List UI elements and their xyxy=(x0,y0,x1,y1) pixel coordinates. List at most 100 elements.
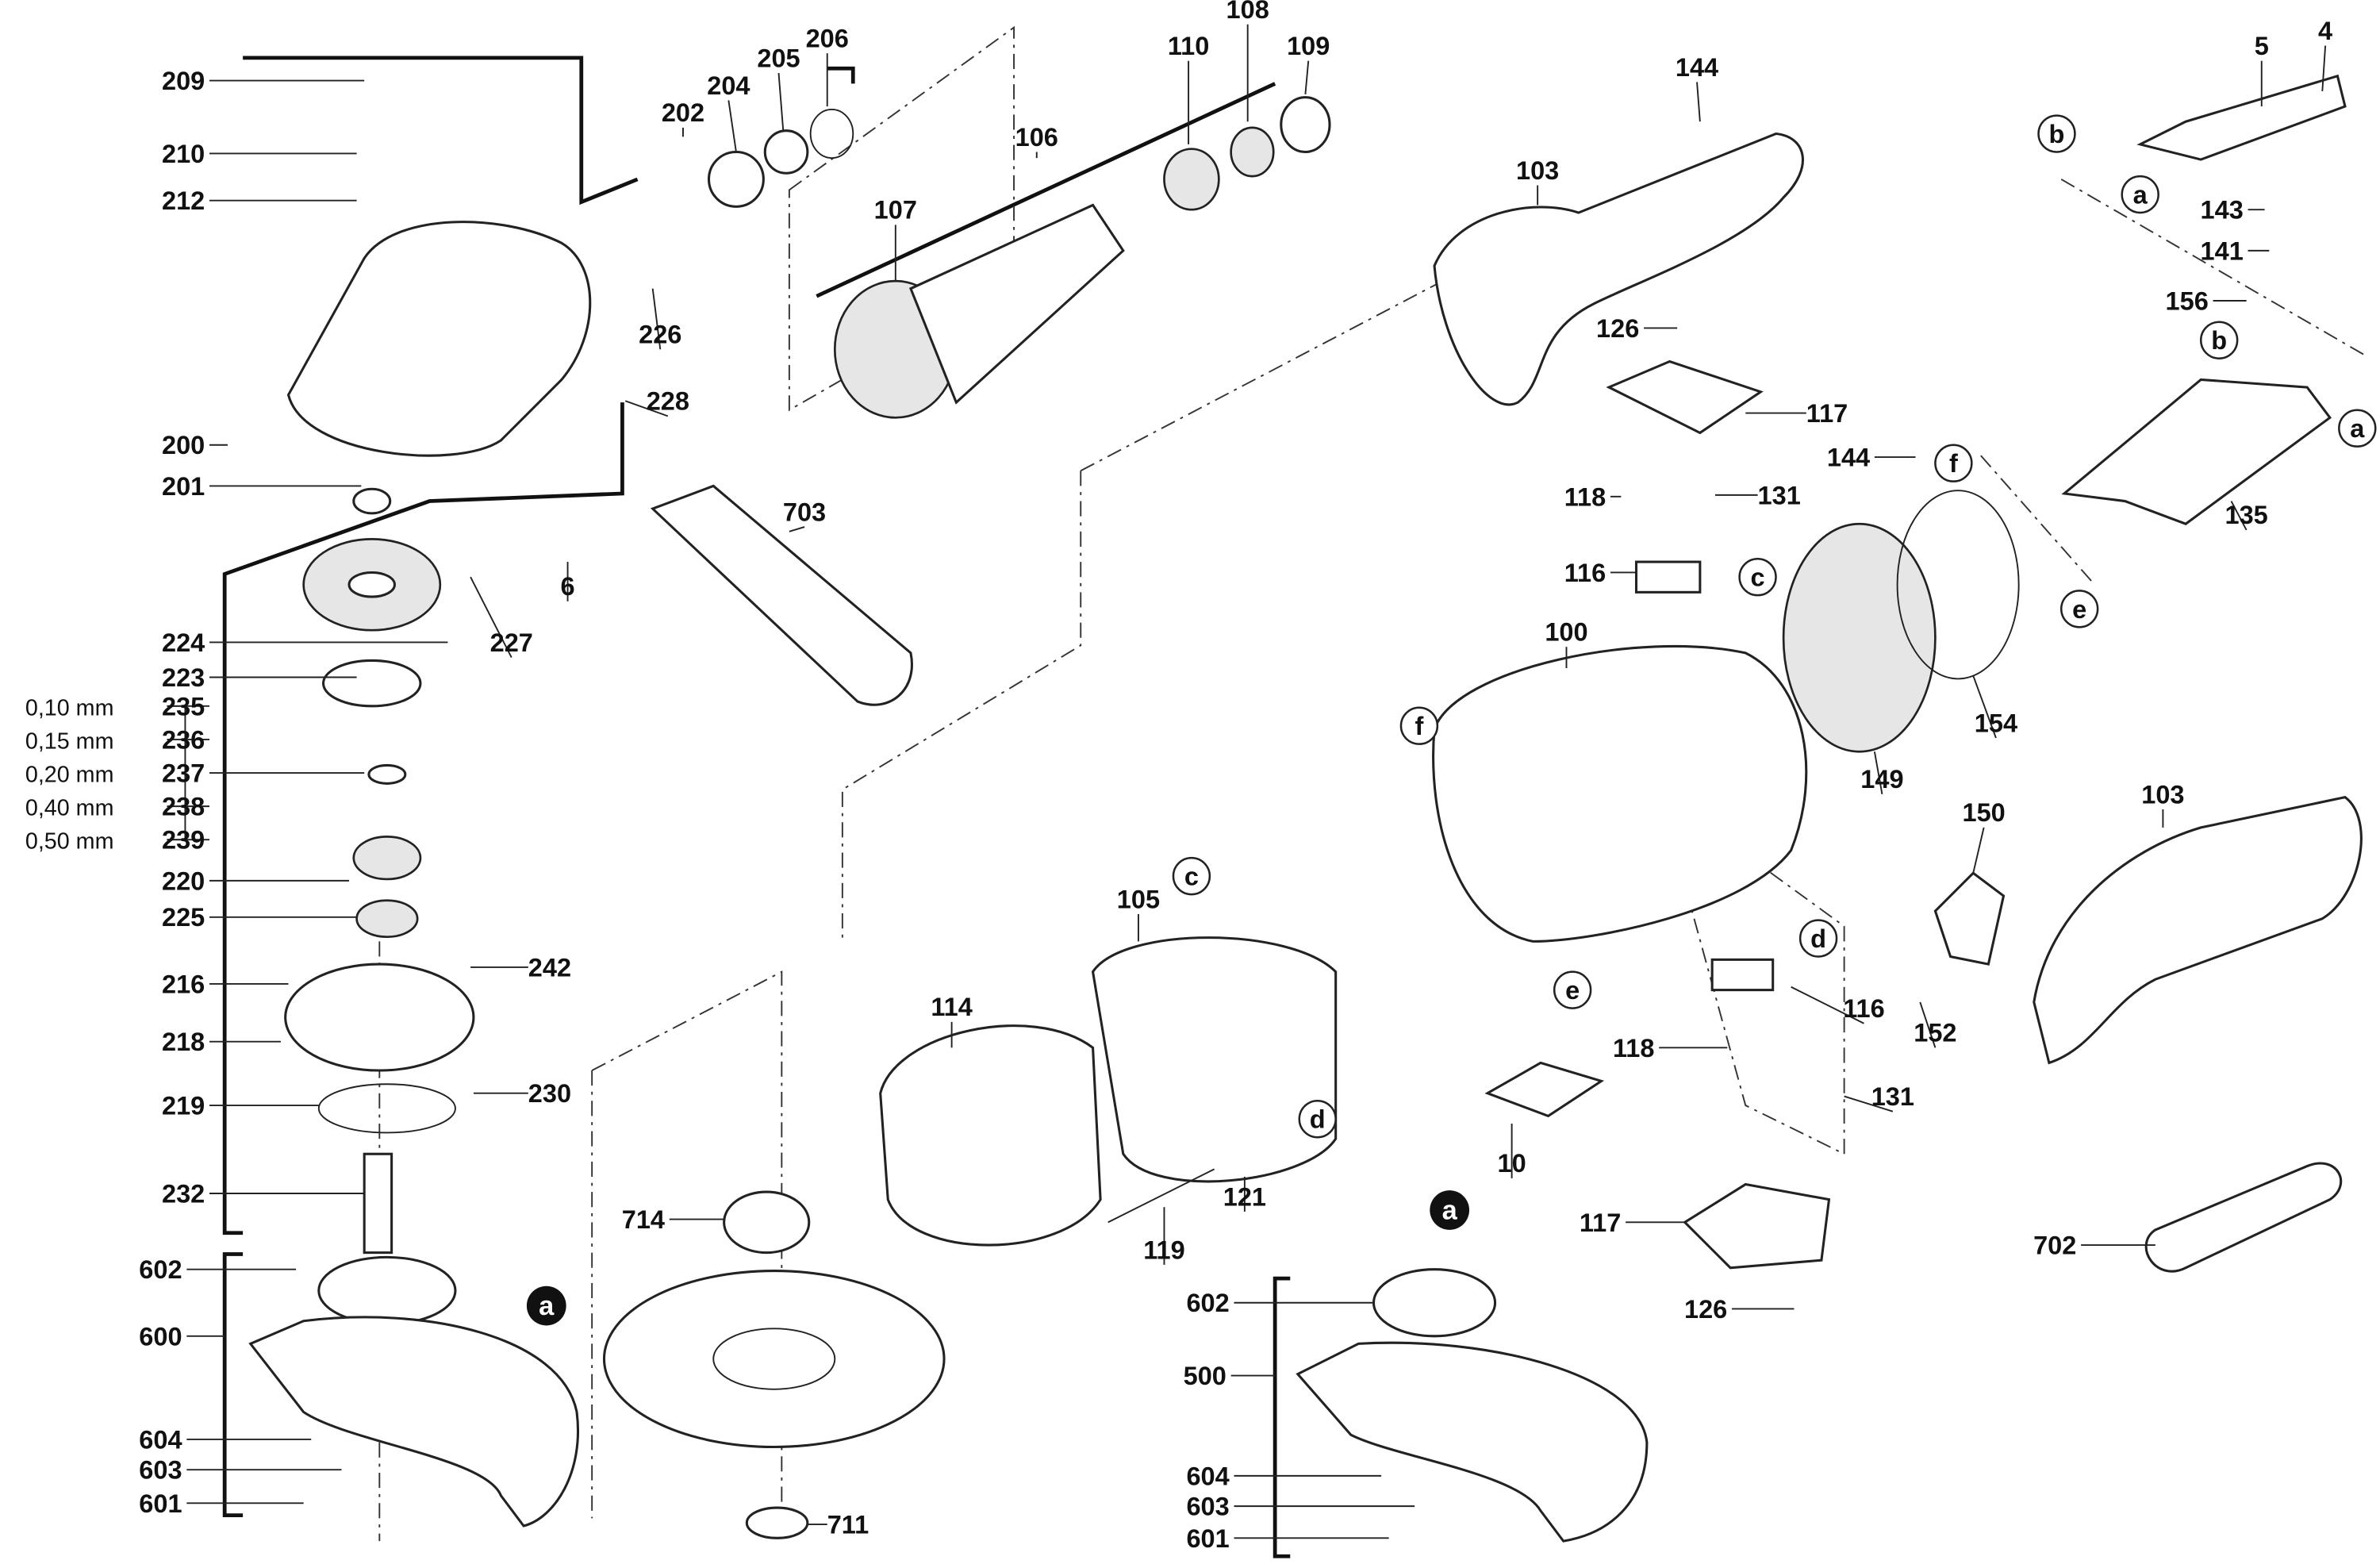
leader-line xyxy=(1791,986,1864,1024)
part-number-label: 103 xyxy=(2141,780,2184,809)
part-number-label: 205 xyxy=(757,44,800,72)
callout-circle xyxy=(1738,558,1777,597)
part-number-label: 149 xyxy=(1860,765,1903,794)
guard-clamp-602-drawing xyxy=(317,1255,457,1326)
guard-clamp-602b-drawing xyxy=(1372,1268,1497,1338)
part-number-label: 10 xyxy=(1498,1149,1526,1178)
callout-letter: f xyxy=(1949,449,1958,478)
part-number-label: 109 xyxy=(1287,32,1330,60)
leader-line xyxy=(1919,1001,1937,1048)
part-number-label: 126 xyxy=(1596,314,1639,343)
part-number-label: 604 xyxy=(1186,1462,1229,1490)
part-number-label: 135 xyxy=(2225,501,2268,529)
part-number-label: 131 xyxy=(1871,1082,1914,1111)
callout-letter: b xyxy=(2049,120,2065,148)
part-number-label: 228 xyxy=(647,387,689,416)
part-number-label: 601 xyxy=(1186,1524,1229,1553)
callout-letter: a xyxy=(2133,181,2148,209)
gear-housing-cover-drawing xyxy=(286,221,592,457)
part-109-drawing xyxy=(1280,96,1331,154)
gear-hub-drawing xyxy=(347,571,396,598)
part-number-label: 116 xyxy=(1843,994,1884,1023)
part-number-label: 118 xyxy=(1613,1034,1654,1063)
part-number-label: 126 xyxy=(1684,1295,1727,1324)
bearing-plate-223-drawing xyxy=(321,659,422,708)
part-number-label: 224 xyxy=(162,628,205,657)
gasket-154-drawing xyxy=(1896,490,2020,680)
part-number-label: 117 xyxy=(1806,399,1848,428)
bearing-220-drawing xyxy=(352,836,422,881)
part-number-label: 218 xyxy=(162,1028,205,1056)
callout-letter: a xyxy=(2350,414,2365,443)
part-number-label: 143 xyxy=(2201,196,2244,225)
part-number-label: 110 xyxy=(1168,32,1209,60)
armature-107-drawing xyxy=(908,203,1125,405)
assembly-bracket-200 xyxy=(222,56,639,1235)
part-number-label: 237 xyxy=(162,759,205,788)
guard-500-drawing xyxy=(1296,1341,1649,1543)
assembly-bracket-600 xyxy=(222,1252,244,1517)
part-number-label: 4 xyxy=(2318,17,2332,45)
shim-thickness-label: 0,15 mm xyxy=(25,728,114,754)
callout-letter: d xyxy=(1810,924,1826,953)
plate-10-drawing xyxy=(1484,1061,1605,1118)
cord-4-drawing xyxy=(2136,74,2347,161)
part-108-drawing xyxy=(1230,126,1275,178)
brush-holder-116b-drawing xyxy=(1634,560,1702,594)
part-number-label: 156 xyxy=(2166,286,2209,315)
air-guide-114-drawing xyxy=(879,1024,1102,1247)
nut-711-drawing xyxy=(745,1506,809,1539)
part-number-label: 702 xyxy=(2033,1232,2076,1260)
part-number-label: 603 xyxy=(1186,1493,1229,1521)
leader-line xyxy=(1304,60,1310,94)
callout-letter: c xyxy=(1751,563,1765,592)
callout-circle xyxy=(2338,409,2377,448)
part-number-label: 100 xyxy=(1545,618,1587,647)
leader-line xyxy=(727,100,737,152)
leader-line xyxy=(651,288,662,350)
reference-callout-circle xyxy=(526,1285,566,1326)
leader-line xyxy=(777,72,785,131)
part-number-label: 238 xyxy=(162,793,205,821)
leader-line xyxy=(1972,675,1997,739)
side-handle-703-drawing xyxy=(650,484,913,706)
grinding-wheel-drawing xyxy=(602,1270,946,1449)
leader-line xyxy=(624,400,669,417)
part-number-label: 201 xyxy=(162,472,205,501)
rear-handle-103-drawing xyxy=(2033,795,2363,1065)
part-number-label: 225 xyxy=(162,903,205,932)
flange-714-drawing xyxy=(723,1190,811,1255)
callout-letter: d xyxy=(1310,1105,1326,1134)
part-number-label: 236 xyxy=(162,725,205,754)
leader-line xyxy=(2321,45,2327,92)
part-number-label: 703 xyxy=(783,498,826,526)
callout-letter: e xyxy=(1565,976,1580,1005)
part-number-label: 602 xyxy=(1186,1289,1229,1317)
part-number-label: 235 xyxy=(162,692,205,721)
switch-135-drawing xyxy=(2061,378,2332,525)
brush-ring-149-drawing xyxy=(1782,522,1937,753)
spindle-232-drawing xyxy=(363,1152,393,1255)
part-number-label: 152 xyxy=(1914,1019,1956,1047)
part-number-label: 114 xyxy=(931,993,972,1021)
callout-circle xyxy=(1798,919,1838,958)
part-number-label: 230 xyxy=(528,1079,571,1108)
part-201-drawing xyxy=(352,487,392,515)
part-number-label: 220 xyxy=(162,867,205,895)
wheel-center-drawing xyxy=(712,1328,836,1390)
callout-circle xyxy=(2037,114,2076,153)
part-number-label: 223 xyxy=(162,663,205,692)
flange-216-drawing xyxy=(284,963,475,1072)
part-number-label: 202 xyxy=(662,98,704,127)
part-number-label: 108 xyxy=(1226,0,1269,24)
reference-callout-letter: a xyxy=(539,1291,555,1321)
part-number-label: 212 xyxy=(162,186,205,215)
part-number-label: 154 xyxy=(1975,709,2017,737)
callout-circle xyxy=(2059,590,2099,628)
circlip-206-drawing xyxy=(809,108,854,159)
part-number-label: 6 xyxy=(561,572,575,601)
part-number-label: 144 xyxy=(1676,53,1718,82)
part-number-label: 200 xyxy=(162,431,205,459)
leader-line xyxy=(1696,82,1701,122)
part-number-label: 604 xyxy=(139,1425,182,1454)
